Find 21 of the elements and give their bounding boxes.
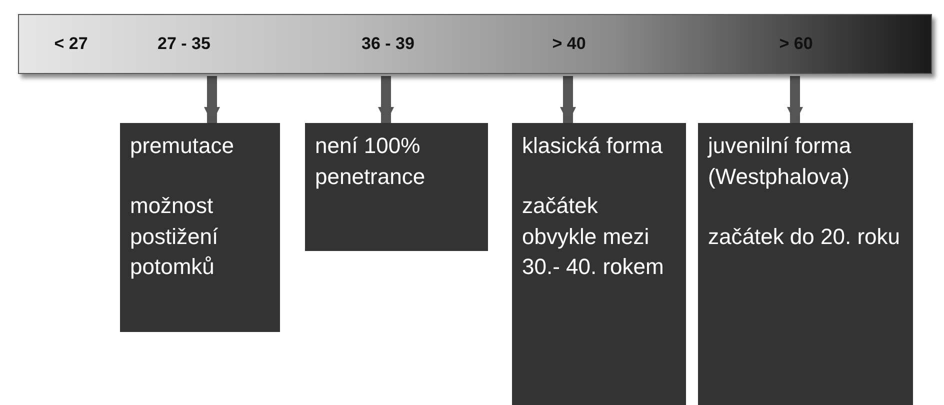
info-box <box>120 123 280 332</box>
range-label: > 60 <box>779 33 813 55</box>
arrow <box>560 76 576 123</box>
info-box <box>698 123 913 405</box>
box-text: premutace <box>130 132 235 160</box>
range-label: 36 - 39 <box>362 33 414 55</box>
box-text: juvenilní forma (Westphalova) <box>708 132 852 191</box>
box-text: začátek do 20. roku <box>708 222 902 251</box>
range-label: > 40 <box>552 33 586 55</box>
box-text: není 100% penetrance <box>315 132 426 191</box>
box-text: začátek obvykle mezi 30.- 40. rokem <box>522 192 665 282</box>
arrow <box>378 76 394 123</box>
range-label: < 27 <box>54 33 88 55</box>
arrow <box>204 76 220 123</box>
info-box <box>305 123 488 251</box>
arrow <box>787 76 803 123</box>
info-box <box>512 123 686 405</box>
box-text: možnost postižení potomků <box>130 192 220 282</box>
range-label: 27 - 35 <box>158 33 210 55</box>
scale-bar <box>18 14 932 74</box>
box-text: klasická forma <box>522 132 664 160</box>
